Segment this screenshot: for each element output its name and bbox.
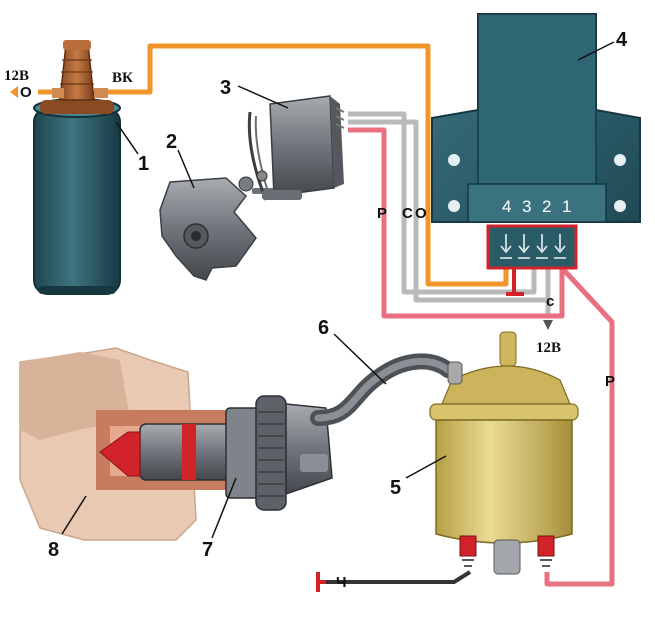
pink-wire-sensor (348, 127, 565, 319)
terminal-3-label: 3 (522, 197, 531, 216)
terminal-1-label: 1 (562, 197, 571, 216)
microswitch (247, 95, 345, 201)
wire-p-left-label: Р (377, 205, 387, 222)
wire-p-right-label: Р (605, 373, 615, 390)
connector-pins (500, 234, 566, 259)
label-3: 3 (220, 77, 231, 99)
label-1: 1 (138, 153, 149, 175)
label-5: 5 (390, 477, 401, 499)
wire-o-label: О (415, 205, 427, 222)
ignition-coil (33, 40, 121, 295)
control-unit: 4 3 2 1 (431, 13, 641, 270)
grey-wire-1 (348, 111, 537, 295)
out-12v-label: 12В (536, 340, 561, 356)
pink-wire-valve (544, 266, 615, 587)
terminal-4-label: 4 (502, 197, 511, 216)
ground-symbol-bottom (316, 572, 326, 592)
wire-c-label: С (402, 205, 413, 222)
ground-symbol-unit (506, 268, 524, 296)
coil-vk-label: ВК (112, 70, 133, 86)
grey-wire-2 (348, 119, 551, 303)
black-ground-wire (318, 570, 472, 584)
solenoid-valve (429, 331, 579, 575)
orange-wire (108, 43, 509, 287)
callouts: 1 2 3 4 5 6 7 8 (48, 29, 628, 561)
out-12v-arrow (543, 320, 553, 330)
economizer-valve (99, 395, 333, 511)
wire-ch-label: Ч (336, 574, 347, 591)
wiring (38, 43, 615, 592)
coil-o-label: O (20, 84, 32, 101)
coil-12v-label: 12В (4, 68, 29, 84)
label-6: 6 (318, 317, 329, 339)
distributor-plate (159, 176, 282, 281)
label-7: 7 (202, 539, 213, 561)
label-4: 4 (616, 29, 628, 51)
terminal-2-label: 2 (542, 197, 551, 216)
coil-12v-arrow (10, 86, 18, 98)
vacuum-hose (310, 353, 456, 426)
label-8: 8 (48, 539, 59, 561)
wire-c-bottom-label: с (546, 293, 554, 310)
label-2: 2 (166, 131, 177, 153)
